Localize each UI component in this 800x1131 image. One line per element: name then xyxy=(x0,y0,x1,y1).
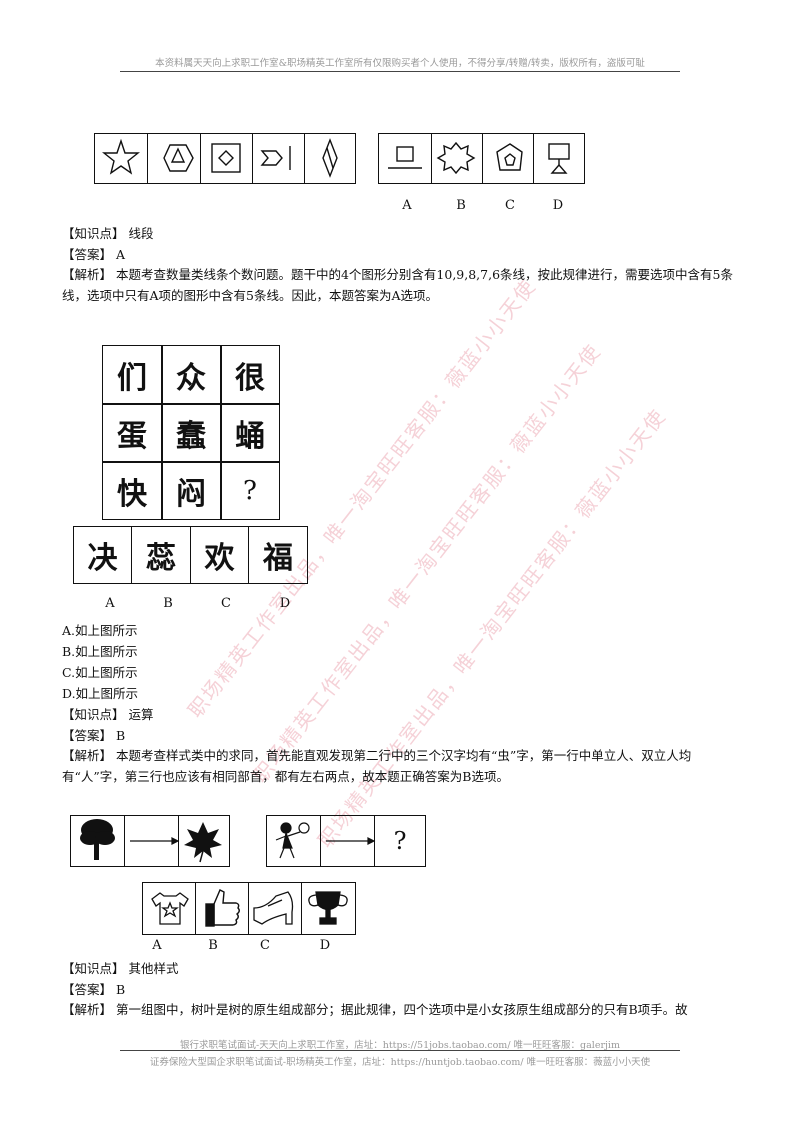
q2-grid-cell-5: 蠢 xyxy=(176,418,206,454)
q2-answer: 【答案】 B xyxy=(62,728,126,743)
q2-option-d: 福 xyxy=(263,541,293,576)
q1-option-figures xyxy=(378,133,585,184)
shoe-icon xyxy=(253,891,294,925)
q2-grid-cell-2: 众 xyxy=(176,360,206,396)
q2-grid-cell-4: 蛋 xyxy=(117,418,147,454)
footer-line-1: 银行求职笔试面试-天天向上求职工作室，店址：https://51jobs.tao… xyxy=(180,1040,620,1051)
pentagon-inner-shape xyxy=(504,153,516,166)
q3-option-b-cell xyxy=(196,883,249,934)
q1-shapes xyxy=(102,138,338,178)
q3-option-a-cell xyxy=(143,883,196,934)
q2-grid-cell-3: 很 xyxy=(235,360,265,396)
q3-option-label-c: C xyxy=(260,938,270,953)
q3-girl-cell xyxy=(267,816,321,866)
q2-grid-cell-6: 蛹 xyxy=(235,418,265,454)
q2-grid-cell-7: 快 xyxy=(117,476,147,512)
q2-option-label-a: A xyxy=(105,596,115,611)
q2-character-grid: 们 众 很 蛋 蠢 蛹 快 闷 ? xyxy=(102,345,280,520)
q3-option-c-cell xyxy=(249,883,302,934)
q2-option-b: 蕊 xyxy=(132,527,191,583)
q2-grid-cell-8: 闷 xyxy=(176,476,206,512)
rhombus-shape xyxy=(322,138,338,178)
q3-question-mark: ? xyxy=(393,827,407,855)
q2-option-characters: 决 蕊 欢 福 xyxy=(73,526,308,584)
q3-answer: 【答案】 B xyxy=(62,982,126,997)
q2-choice-c: C.如上图所示 xyxy=(62,665,138,680)
q2-analysis: 【解析】 本题考查样式类中的求同，首先能直观发现第二行中的三个汉字均有“虫”字，… xyxy=(62,748,692,784)
tshirt-icon xyxy=(151,892,189,925)
inner-diamond-shape xyxy=(218,150,234,166)
q3-tree-cell xyxy=(71,816,125,866)
q1-option-b-cell xyxy=(432,134,483,183)
q2-option-label-d: D xyxy=(279,596,291,611)
q1-analysis: 【解析】 本题考查数量类线条个数问题。题干中的4个图形分别含有10,9,8,7,… xyxy=(62,267,733,303)
footer-line-2: 证券保险大型国企求职笔试面试-职场精英工作室，店址：https://huntjo… xyxy=(149,1057,651,1068)
tree-icon xyxy=(80,819,115,860)
header-notice: 本资料属天天向上求职工作室&职场精英工作室所有仅限购买者个人使用，不得分享/转赠… xyxy=(155,58,645,69)
q3-option-label-b: B xyxy=(208,938,218,953)
q1-option-label-c: C xyxy=(505,198,515,213)
q1-answer: 【答案】 A xyxy=(62,247,126,262)
q2-choice-a: A.如上图所示 xyxy=(62,623,138,638)
q1-option-label-d: D xyxy=(552,198,564,213)
star-shape xyxy=(102,138,140,175)
q1-stem-square-cell xyxy=(201,134,253,183)
girl-icon xyxy=(275,822,310,859)
q3-option-figures xyxy=(142,882,356,935)
q3-option-label-a: A xyxy=(152,938,162,953)
q1-option-c-cell xyxy=(483,134,534,183)
q2-grid-question-mark: ? xyxy=(243,475,257,506)
q2-option-c: 欢 xyxy=(191,527,249,583)
q2-option-label-b: B xyxy=(163,596,173,611)
q2-knowledge: 【知识点】 运算 xyxy=(62,707,154,722)
q2-option-a: 决 xyxy=(74,527,132,583)
trophy-icon xyxy=(308,891,348,925)
q2-option-label-c: C xyxy=(221,596,231,611)
q1-stem-arrow-cell xyxy=(253,134,305,183)
gear-shape xyxy=(436,141,476,175)
q1-option-label-a: A xyxy=(402,198,412,213)
q1-stem-star-cell xyxy=(95,134,148,183)
q1-option-a-cell xyxy=(379,134,432,183)
square-shape xyxy=(211,143,241,173)
hexagon-shape xyxy=(163,144,194,172)
q1-knowledge: 【知识点】 线段 xyxy=(62,226,154,241)
arrow-shape xyxy=(260,150,283,166)
leaf-icon xyxy=(184,822,222,858)
q1-stem-figures xyxy=(94,133,356,184)
q2-grid-cell-1: 们 xyxy=(117,360,147,396)
thumbs-up-icon xyxy=(205,889,240,927)
q1-option-label-b: B xyxy=(456,198,466,213)
q3-analysis: 【解析】 第一组图中，树叶是树的原生组成部分；据此规律，四个选项中是小女孩原生组… xyxy=(62,1002,688,1017)
footer-rule xyxy=(120,1050,680,1051)
q3-pictures xyxy=(80,819,376,927)
q2-choice-d: D.如上图所示 xyxy=(62,686,139,701)
hexagon-inner-shape xyxy=(170,147,186,163)
q1-option-shapes xyxy=(388,141,570,175)
q1-stem-hexagon-cell xyxy=(148,134,201,183)
header-rule xyxy=(120,71,680,72)
q3-knowledge: 【知识点】 其他样式 xyxy=(62,961,179,976)
pentagon-outer-shape xyxy=(496,143,523,171)
q2-choice-b: B.如上图所示 xyxy=(62,644,138,659)
q3-option-label-d: D xyxy=(319,938,331,953)
